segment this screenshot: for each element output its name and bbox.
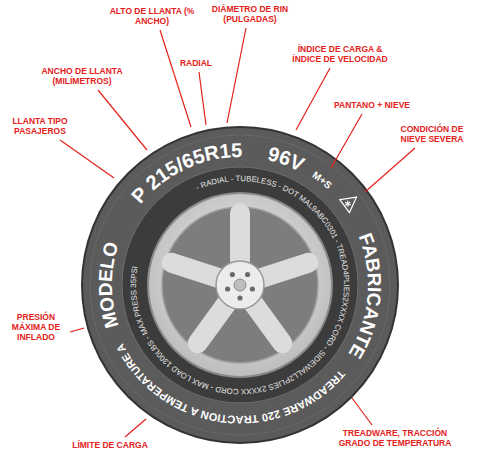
callout-label: LLANTA TIPO PASAJEROS — [5, 116, 75, 136]
callout-label: CONDICIÓN DE NIEVE SEVERA — [394, 124, 470, 144]
callout-label: ANCHO DE LLANTA (MILÍMETROS) — [34, 66, 130, 86]
callout-label: ALTO DE LLANTA (% ANCHO) — [110, 6, 195, 26]
tire-groove — [90, 135, 390, 435]
sidewall-text-path: MODELO — [95, 239, 123, 330]
callout-label: TREADWARE, TRACCIÓN GRADO DE TEMPERATURA — [332, 428, 458, 448]
center-cap — [234, 279, 246, 291]
callout-label: DIÁMETRO DE RIN (PULGADAS) — [202, 4, 298, 24]
callout-label: LÍMITE DE CARGA — [72, 440, 148, 450]
rim-well — [162, 207, 318, 363]
sidewall-text-path: TREADWARE 220 TRACTION A TEMPERATURE A — [114, 342, 348, 426]
bead-band — [122, 167, 358, 403]
sidewall-text: FABRICANTE — [345, 230, 386, 362]
rim — [148, 193, 332, 377]
callout-label: ÍNDICE DE CARGA & ÍNDICE DE VELOCIDAD — [283, 44, 397, 64]
sidewall-text: P 215/65R15 — [127, 139, 243, 207]
sidewall-text-path: - RADIAL - TUBELESS - DOT MAL9ABC0301 - … — [129, 174, 351, 396]
callout-label: PRESIÓN MÁXIMA DE INFLADO — [5, 312, 67, 342]
sidewall-text-path: 96V — [266, 142, 309, 175]
sidewall-text: - RADIAL - TUBELESS - DOT MAL9ABC0301 - … — [129, 174, 351, 396]
sidewall-text: 96V — [266, 142, 309, 175]
hub — [216, 261, 264, 309]
sidewall-text: MODELO — [95, 239, 123, 330]
sidewall-text: M+S — [310, 169, 334, 191]
sidewall-text-path: P 215/65R15 — [127, 139, 243, 207]
snow-symbol — [340, 191, 362, 213]
tire-body — [82, 127, 398, 443]
sidewall-text-path: FABRICANTE — [345, 230, 386, 362]
leader-lines — [60, 28, 415, 437]
sidewall-text-path: M+S — [310, 169, 334, 191]
lug-nuts — [225, 272, 255, 301]
callout-label: PANTANO + NIEVE — [334, 100, 410, 110]
wheel-spokes — [172, 213, 309, 343]
sidewall-text: TREADWARE 220 TRACTION A TEMPERATURE A — [114, 342, 348, 426]
callout-label: RADIAL — [180, 58, 212, 68]
